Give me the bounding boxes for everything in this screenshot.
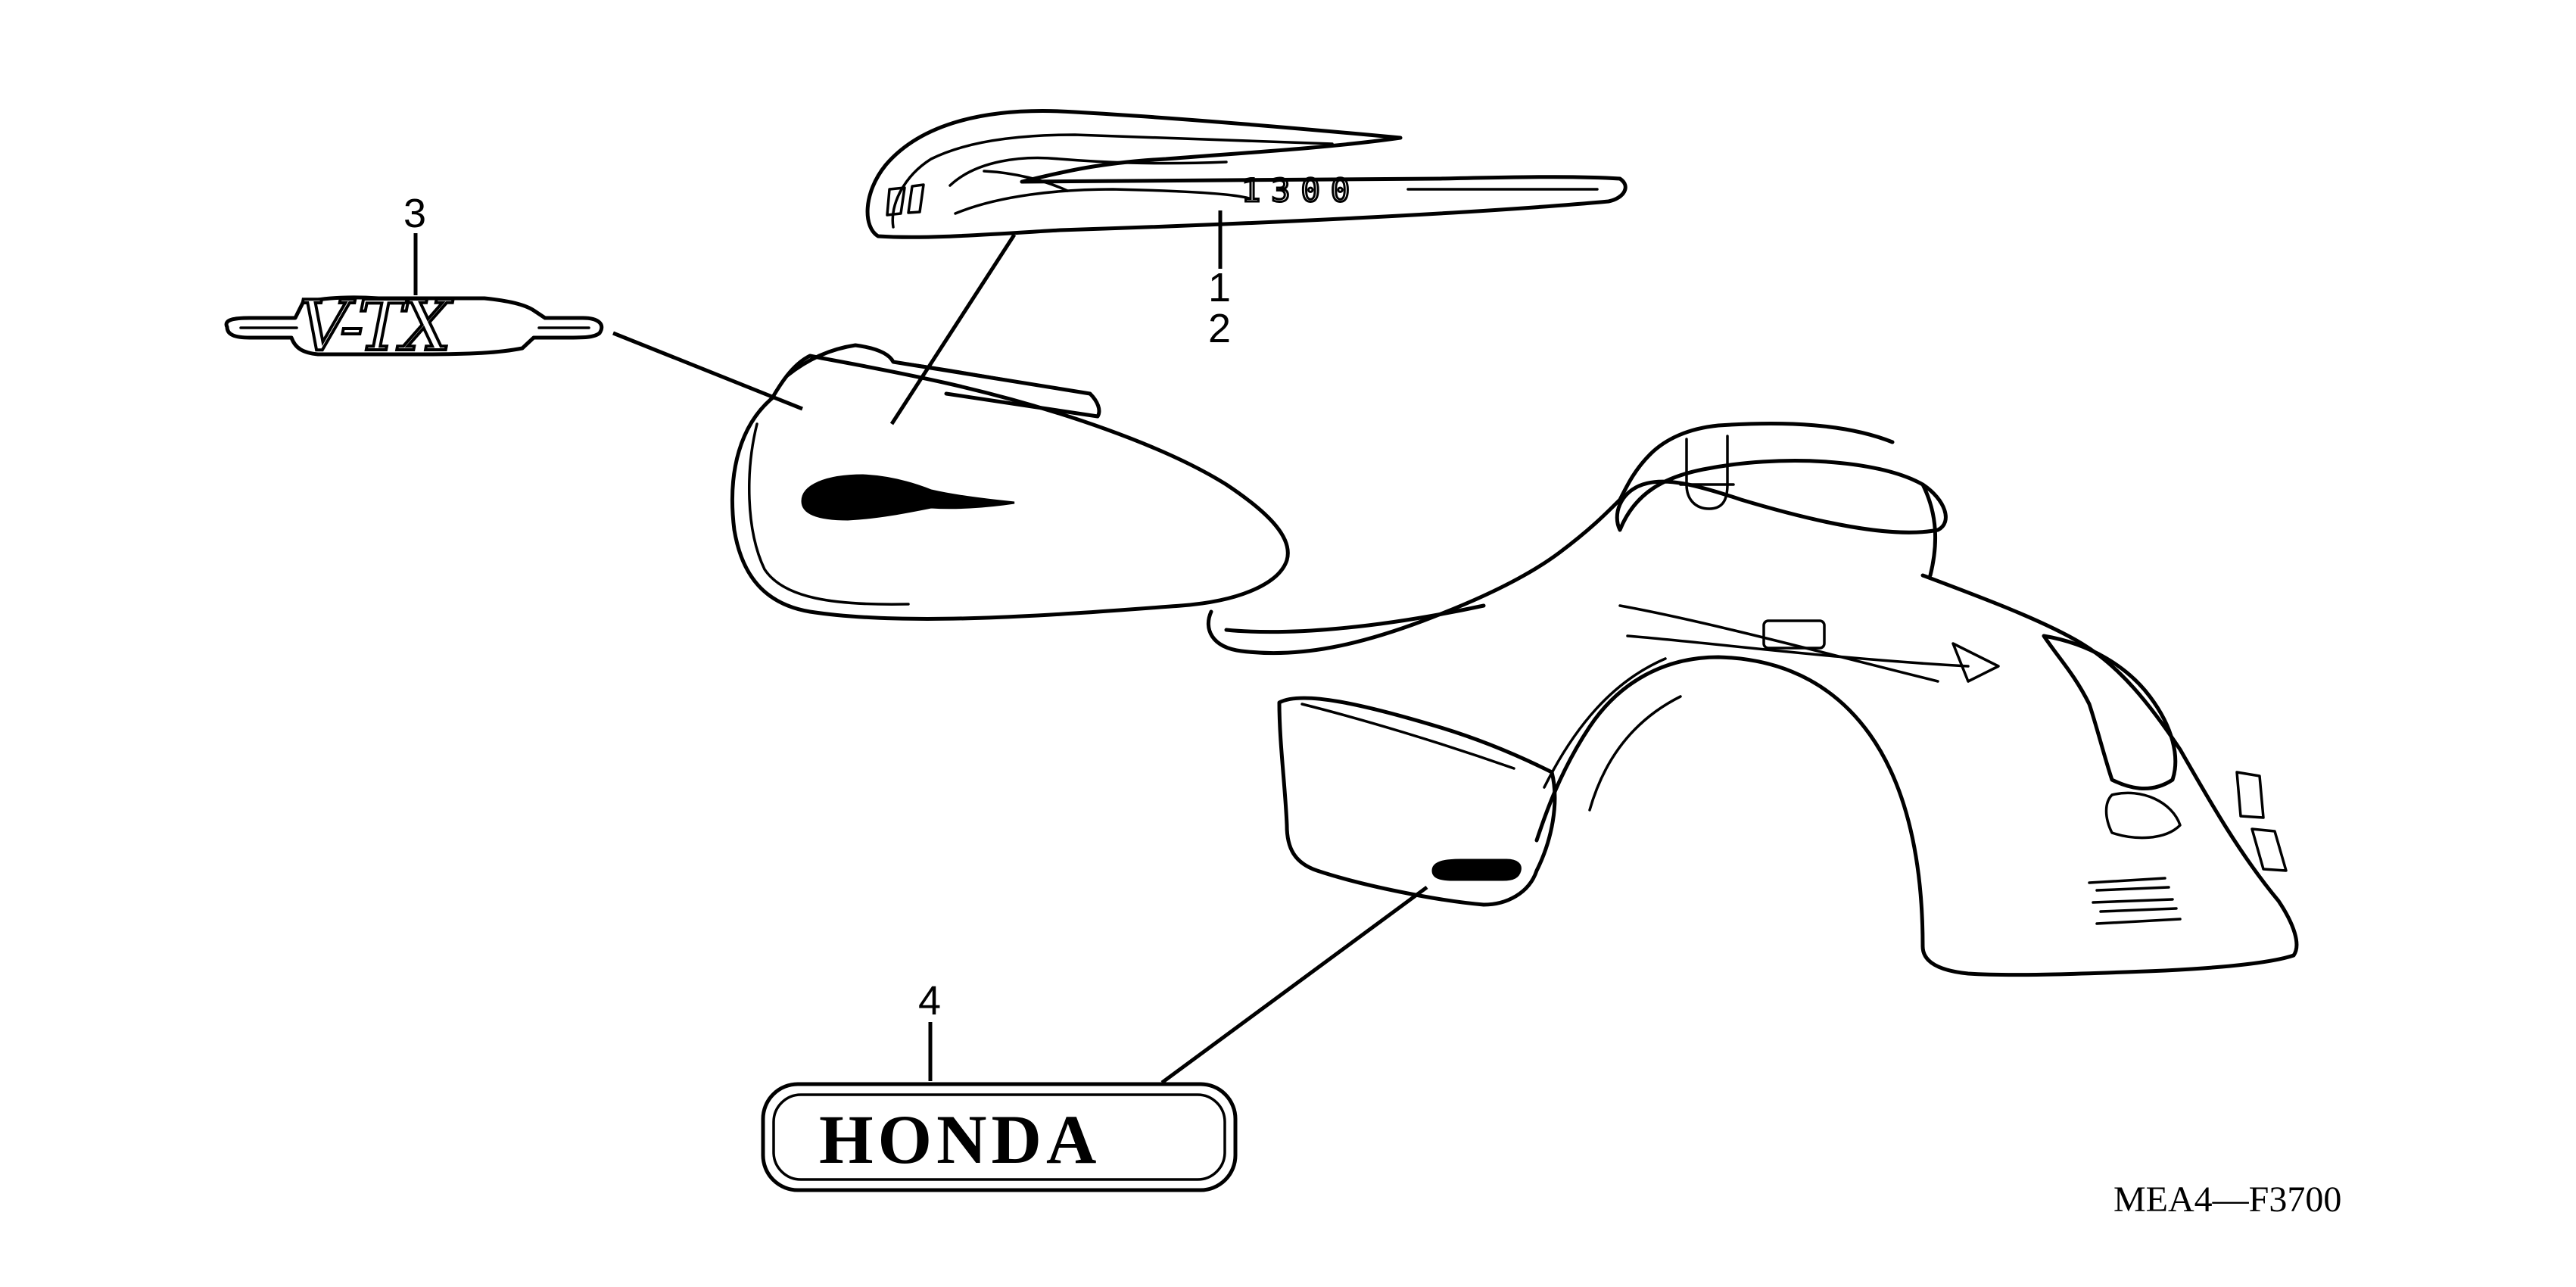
leader-line-stripe-to-tank [889,233,1017,425]
honda-emblem: HONDA [761,1082,1238,1192]
motorcycle-body-outline [730,343,2299,977]
vtx-emblem: V-TX [224,284,604,368]
diagram-code: MEA4—F3700 [2113,1179,2341,1220]
honda-mark: HONDA [819,1101,1101,1178]
leader-line-honda-to-sidecover [1160,885,1428,1085]
callout-label-4: 4 [918,978,941,1024]
tank-stripe-number: 1300 [1241,172,1360,209]
tank-stripe-emblem: 1300 [865,109,1628,239]
callout-label-2: 2 [1208,306,1231,351]
callout-label-1: 1 [1208,265,1231,310]
leader-line-vtx-to-tank [612,331,803,411]
vtx-mark: V-TX [299,285,453,366]
callout-label-3: 3 [403,191,426,236]
